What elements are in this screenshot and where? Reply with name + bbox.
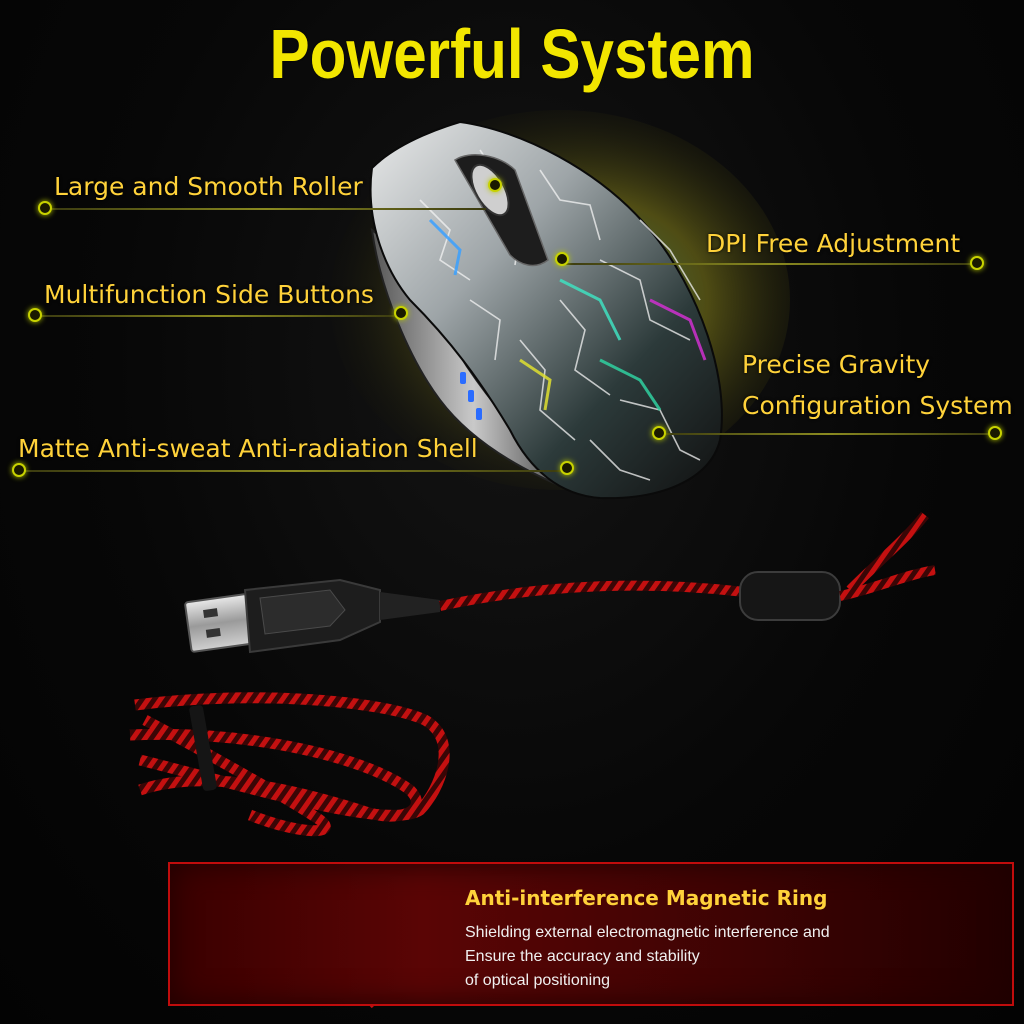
callout-dpi-label: DPI Free Adjustment (706, 229, 961, 258)
callout-dpi-dot-left (555, 252, 569, 266)
callout-gravity-dot-right (988, 426, 1002, 440)
callout-side-buttons-label: Multifunction Side Buttons (44, 280, 374, 309)
callout-roller-dot-right (488, 178, 502, 192)
mouse-rgb-lights (428, 218, 707, 411)
callout-shell-label: Matte Anti-sweat Anti-radiation Shell (18, 434, 478, 463)
panel-text-line-1: Shielding external electromagnetic inter… (465, 924, 830, 941)
callout-shell-line (22, 470, 567, 472)
panel-text-line-3: of optical positioning (465, 972, 610, 989)
mouse-side-button-leds (460, 372, 482, 420)
callout-gravity-label-1: Precise Gravity (742, 350, 931, 379)
panel-text-line-2: Ensure the accuracy and stability (465, 948, 700, 965)
usb-connector (184, 578, 440, 654)
callout-side-buttons-line (36, 315, 401, 317)
callout-side-buttons-dot-left (28, 308, 42, 322)
callout-roller-label: Large and Smooth Roller (54, 172, 363, 201)
callout-dpi-dot-right (970, 256, 984, 270)
callout-gravity-line (660, 433, 995, 435)
callout-dpi-line (563, 263, 978, 265)
callout-roller-line (46, 208, 486, 210)
usb-cable-right (838, 565, 936, 601)
callout-shell-dot-right (560, 461, 574, 475)
page-title: Powerful System (269, 15, 755, 93)
callout-roller-dot-left (38, 201, 52, 215)
coiled-cable (129, 692, 450, 837)
magnetic-ring (739, 571, 841, 621)
callout-side-buttons-dot-right (394, 306, 408, 320)
mouse-cable-top (846, 511, 929, 594)
panel-heading: Anti-interference Magnetic Ring (465, 886, 828, 910)
callout-gravity-dot-left (652, 426, 666, 440)
callout-gravity-label-2: Configuration System (742, 391, 1013, 420)
cable-tie (189, 705, 217, 791)
callout-shell-dot-left (12, 463, 26, 477)
magnetic-ring-panel: Anti-interference Magnetic Ring Shieldin… (168, 862, 1014, 1006)
usb-cable (438, 580, 746, 611)
